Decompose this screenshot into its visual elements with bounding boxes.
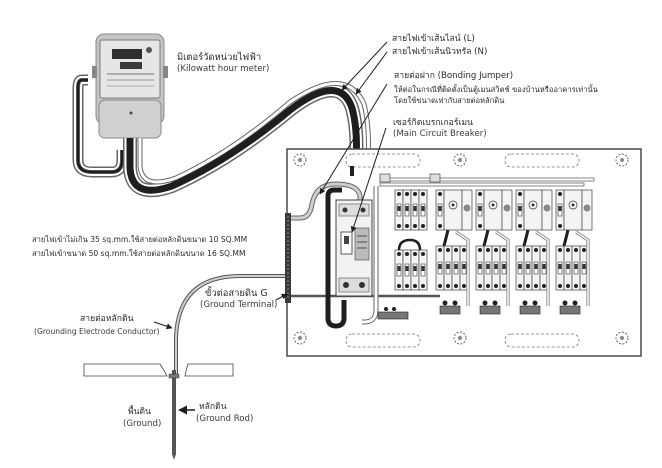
sizing-rule-2: สายไฟเข้าขนาด 50 sq.mm.ใช้สายต่อหลักดินข… <box>32 249 246 258</box>
mini-breaker-icon <box>563 245 573 291</box>
kilowatt-hour-meter-icon <box>72 33 168 178</box>
mini-breaker-icon <box>555 189 565 231</box>
mini-breaker-icon <box>539 245 549 291</box>
mini-breaker-icon <box>483 245 493 291</box>
mini-breaker-icon <box>402 249 412 291</box>
mini-breaker-icon <box>531 245 541 291</box>
rcd-module-icon <box>435 189 473 247</box>
spd-jumper <box>397 238 422 251</box>
mount-hole-icon <box>293 331 307 345</box>
mini-breaker-icon <box>515 245 525 291</box>
busbar-clamp-icon <box>379 173 441 183</box>
mini-breaker-icon <box>491 245 501 291</box>
mini-breaker-icon <box>410 249 420 291</box>
bonding-jumper-note-2: โดยใช้ขนาดเท่ากับสายต่อหลักดิน <box>394 96 505 105</box>
main-breaker-label-th: เซอร์กิตเบรกเกอร์เมน <box>393 118 473 128</box>
leader-line-ground-terminal <box>275 293 288 301</box>
mini-breaker-icon <box>571 245 581 291</box>
terminal-block-icon <box>479 300 501 315</box>
ground-label-en: (Ground) <box>123 419 162 429</box>
mount-hole-icon <box>293 153 307 167</box>
output-terminals <box>377 173 581 320</box>
leader-line-gec <box>153 321 173 330</box>
ground-rod-icon <box>168 370 180 460</box>
mini-breaker-icon <box>515 189 525 231</box>
branch-breakers-upper <box>394 189 593 247</box>
sizing-rule-1: สายไฟเข้าไม่เกิน 35 sq.mm.ใช้สายต่อหลักด… <box>32 235 248 244</box>
branch-breakers-lower <box>394 230 590 306</box>
mini-breaker-icon <box>475 189 485 231</box>
grounding-electrode-conductor <box>174 274 285 376</box>
mount-hole-icon <box>453 153 467 167</box>
main-breaker-label-en: (Main Circuit Breaker) <box>393 129 487 139</box>
mount-hole-icon <box>615 331 629 345</box>
distribution-panel <box>285 148 642 357</box>
mini-breaker-icon <box>451 245 461 291</box>
ground-terminal-label-th: ขั้วต่อสายดิน G <box>205 288 268 299</box>
mini-breaker-icon <box>410 189 420 231</box>
terminal-block-icon <box>439 300 461 315</box>
ground-terminal-bar <box>285 213 291 303</box>
mount-hole-icon <box>453 331 467 345</box>
mount-hole-icon <box>615 153 629 167</box>
line-cable-l <box>126 87 360 200</box>
leader-line-mcb <box>350 127 387 233</box>
mini-breaker-icon <box>459 245 469 291</box>
mini-breaker-icon <box>402 189 412 231</box>
mini-breaker-icon <box>555 245 565 291</box>
neutral-in-label: สายไฟเข้าเส้นนิวทรัล (N) <box>392 47 488 57</box>
leader-line-l <box>341 41 388 91</box>
ground-rod-label-th: หลักดิน <box>199 402 227 412</box>
mini-breaker-icon <box>394 189 404 231</box>
rcd-module-icon <box>515 189 553 247</box>
meter-label-th: มิเตอร์วัดหน่วยไฟฟ้า <box>177 52 262 63</box>
ground-rod-label-en: (Ground Rod) <box>196 414 254 424</box>
bonding-jumper-note-1: ให้ต่อในกรณีที่ติดตั้งเป็นตู้เมนสวิตช์ ข… <box>394 85 598 94</box>
leader-line-bonding <box>319 83 388 195</box>
mini-breaker-icon <box>418 189 428 231</box>
bonding-jumper-title: สายต่อฝาก (Bonding Jumper) <box>394 71 514 81</box>
mini-breaker-icon <box>394 249 404 291</box>
mini-breaker-icon <box>435 189 445 231</box>
gec-label-th: สายต่อหลักดิน <box>80 314 134 324</box>
mini-breaker-icon <box>523 245 533 291</box>
ground-terminal-label-en: (Ground Terminal) <box>200 300 278 310</box>
mini-breaker-icon <box>475 245 485 291</box>
ground-surface <box>83 363 234 377</box>
circuit-breaker-icon <box>335 199 373 297</box>
mini-breaker-icon <box>418 249 428 291</box>
gec-label-en: (Grounding Electrode Conductor) <box>34 327 160 336</box>
rcd-module-icon <box>475 189 513 247</box>
neutral-bar-icon <box>377 307 409 320</box>
leader-line-n <box>355 51 388 95</box>
mini-breaker-icon <box>443 245 453 291</box>
ground-label-th: พื้นดิน <box>128 407 151 417</box>
meter-label-en: (Kilowatt hour meter) <box>177 64 270 74</box>
mini-breaker-icon <box>579 245 589 291</box>
terminal-block-icon <box>519 300 541 315</box>
mini-breaker-icon <box>435 245 445 291</box>
line-in-label: สายไฟเข้าเส้นไลน์ (L) <box>392 34 475 44</box>
rcd-module-icon <box>555 189 593 247</box>
terminal-block-icon <box>559 300 581 315</box>
